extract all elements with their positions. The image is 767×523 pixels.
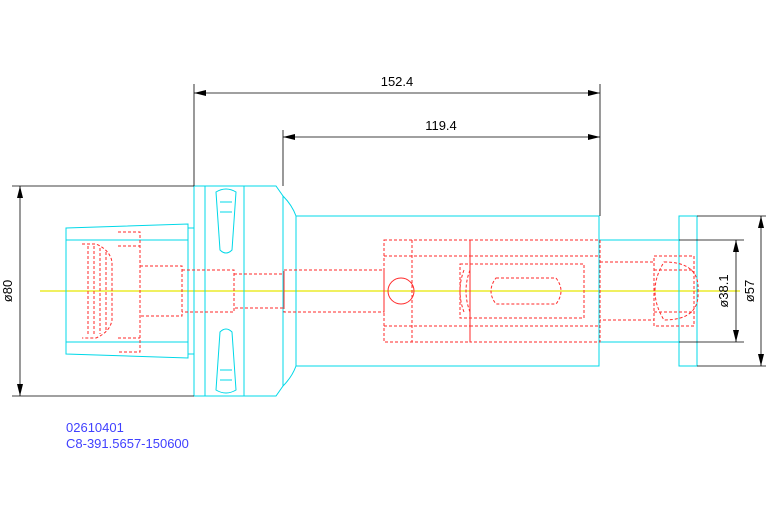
end-flange bbox=[678, 215, 698, 367]
dim-body-length: 119.4 bbox=[425, 118, 457, 133]
part-number: 02610401 bbox=[66, 420, 124, 435]
hidden-features bbox=[82, 231, 699, 353]
dim-flange-diameter: ø80 bbox=[0, 280, 15, 302]
collet-nose bbox=[65, 223, 189, 359]
drive-slot-bottom bbox=[215, 328, 237, 394]
drive-slot-top bbox=[215, 188, 237, 254]
dim-shank-diameter: ø38.1 bbox=[716, 274, 731, 307]
dim-end-flange-diameter: ø57 bbox=[742, 280, 757, 302]
model-code: C8-391.5657-150600 bbox=[66, 436, 189, 451]
dimension-lines bbox=[12, 84, 766, 397]
dim-overall-length: 152.4 bbox=[381, 74, 414, 89]
